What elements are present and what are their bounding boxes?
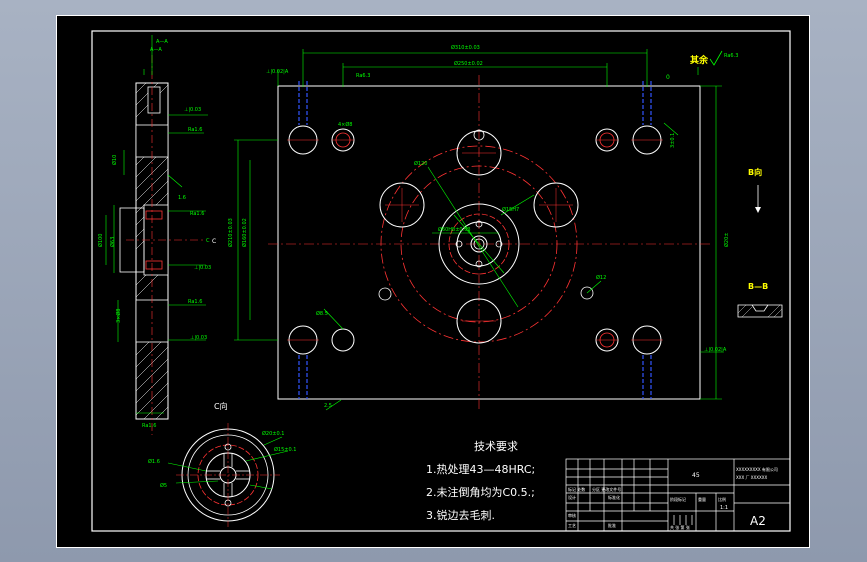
title-block-text: 标记 处数 分区 更改文件号 设计 标准化 审核 工艺 批准 阶段标记 重量 比… <box>568 466 778 530</box>
b-arrow-label: B向 <box>748 167 762 177</box>
svg-text:A—A: A—A <box>156 39 168 45</box>
svg-text:Ra1.6: Ra1.6 <box>142 423 156 429</box>
tech-requirement-item: 3.锐边去毛刺. <box>426 508 495 522</box>
svg-text:Ø60H8±0.03: Ø60H8±0.03 <box>438 226 471 233</box>
svg-text:Ø5: Ø5 <box>160 482 167 489</box>
title-block-sheet-size: A2 <box>750 514 766 528</box>
svg-text:C: C <box>206 238 210 244</box>
b-section-label: B—B <box>748 282 768 291</box>
svg-text:Ra1.6: Ra1.6 <box>188 127 202 133</box>
svg-text:重量: 重量 <box>698 496 706 502</box>
c-view-label: C向 <box>214 401 228 411</box>
svg-text:1.6: 1.6 <box>178 195 186 201</box>
svg-text:Ø15±0.1: Ø15±0.1 <box>274 446 296 453</box>
roughness-note: 其余 Ra6.3 <box>690 50 738 66</box>
svg-text:Ra6.3: Ra6.3 <box>356 73 370 79</box>
svg-text:Ø100: Ø100 <box>97 234 104 247</box>
a-marker-label: A—A <box>150 47 162 53</box>
tech-requirements: 技术要求 1.热处理43—48HRC; 2.未注倒角均为C0.5.; 3.锐边去… <box>426 440 535 522</box>
svg-text:2.5: 2.5 <box>324 403 332 409</box>
tech-requirement-item: 1.热处理43—48HRC; <box>426 463 535 476</box>
svg-text:Ø250±0.02: Ø250±0.02 <box>454 60 483 67</box>
svg-text:Ø20±0.1: Ø20±0.1 <box>262 430 284 437</box>
svg-text:Ø160±0.02: Ø160±0.02 <box>241 218 248 247</box>
main-front-view: Ø310±0.03 Ø250±0.02 ⊥|0.02|A Ra6.3 4×Ø8 … <box>227 44 730 411</box>
svg-text:批准: 批准 <box>608 522 616 528</box>
svg-text:XXX 厂 XXXXXX: XXX 厂 XXXXXX <box>736 475 767 480</box>
svg-text:阶段标记: 阶段标记 <box>670 496 686 502</box>
svg-text:XXXXXXXXX 有限公司: XXXXXXXXX 有限公司 <box>736 466 778 472</box>
svg-text:⊥|0.02|A: ⊥|0.02|A <box>266 69 289 75</box>
svg-text:Ø63: Ø63 <box>109 237 116 247</box>
svg-text:标准化: 标准化 <box>608 494 620 500</box>
svg-text:⊥|0.03: ⊥|0.03 <box>190 335 207 341</box>
c-marker-label: C <box>212 238 216 245</box>
svg-text:比例: 比例 <box>718 496 726 502</box>
title-block-material: 45 <box>692 472 700 479</box>
svg-text:Ra1.6: Ra1.6 <box>188 299 202 305</box>
tech-requirement-item: 2.未注倒角均为C0.5.; <box>426 485 535 499</box>
svg-text:⊥|0.03: ⊥|0.03 <box>184 107 201 113</box>
svg-text:设计: 设计 <box>568 494 576 500</box>
svg-text:Ø1.6: Ø1.6 <box>148 458 160 465</box>
svg-text:Ø10: Ø10 <box>111 155 118 165</box>
svg-text:Ø310±0.03: Ø310±0.03 <box>451 44 480 51</box>
svg-text:3±0.1: 3±0.1 <box>670 133 676 148</box>
drawing-sheet: A—A ⊥|0.03 Ra1.6 Ø10 1.6 Ra1.6 C ⊥|0.03 … <box>56 15 810 548</box>
svg-text:4×Ø8: 4×Ø8 <box>338 121 353 128</box>
svg-text:Ø15H7: Ø15H7 <box>502 206 519 213</box>
svg-text:标记 处数: 标记 处数 <box>568 486 585 492</box>
svg-text:审核: 审核 <box>568 512 576 518</box>
svg-text:Ø210±0.03: Ø210±0.03 <box>227 218 234 247</box>
b-direction-view: B向 B—B <box>737 167 783 318</box>
title-block <box>565 458 791 532</box>
svg-text:⊥|0.02|A: ⊥|0.02|A <box>704 347 727 353</box>
svg-text:Ø20±: Ø20± <box>723 233 730 248</box>
svg-text:0: 0 <box>666 74 670 81</box>
svg-text:⊥|0.03: ⊥|0.03 <box>194 265 211 271</box>
outer-frame <box>56 15 810 548</box>
svg-text:3×Ø8: 3×Ø8 <box>115 309 122 324</box>
svg-text:Ø12: Ø12 <box>596 274 606 281</box>
roughness-note-text: 其余 <box>690 54 709 66</box>
svg-text:共 张 第 张: 共 张 第 张 <box>670 524 690 530</box>
inner-border <box>91 30 791 532</box>
drawing-canvas: A—A ⊥|0.03 Ra1.6 Ø10 1.6 Ra1.6 C ⊥|0.03 … <box>56 15 810 548</box>
svg-text:Ra6.3: Ra6.3 <box>724 53 738 59</box>
svg-text:工艺: 工艺 <box>568 523 576 528</box>
svg-text:Ra1.6: Ra1.6 <box>190 211 204 217</box>
side-section-view: A—A ⊥|0.03 Ra1.6 Ø10 1.6 Ra1.6 C ⊥|0.03 … <box>97 35 211 435</box>
title-block-scale: 1:1 <box>720 505 728 511</box>
tech-requirements-title: 技术要求 <box>474 440 518 453</box>
svg-text:分区 更改文件号: 分区 更改文件号 <box>592 486 621 492</box>
c-direction-view: C向 C A—A <box>148 47 296 527</box>
svg-text:Ø8.5: Ø8.5 <box>316 310 328 317</box>
svg-text:Ø120: Ø120 <box>414 160 427 167</box>
